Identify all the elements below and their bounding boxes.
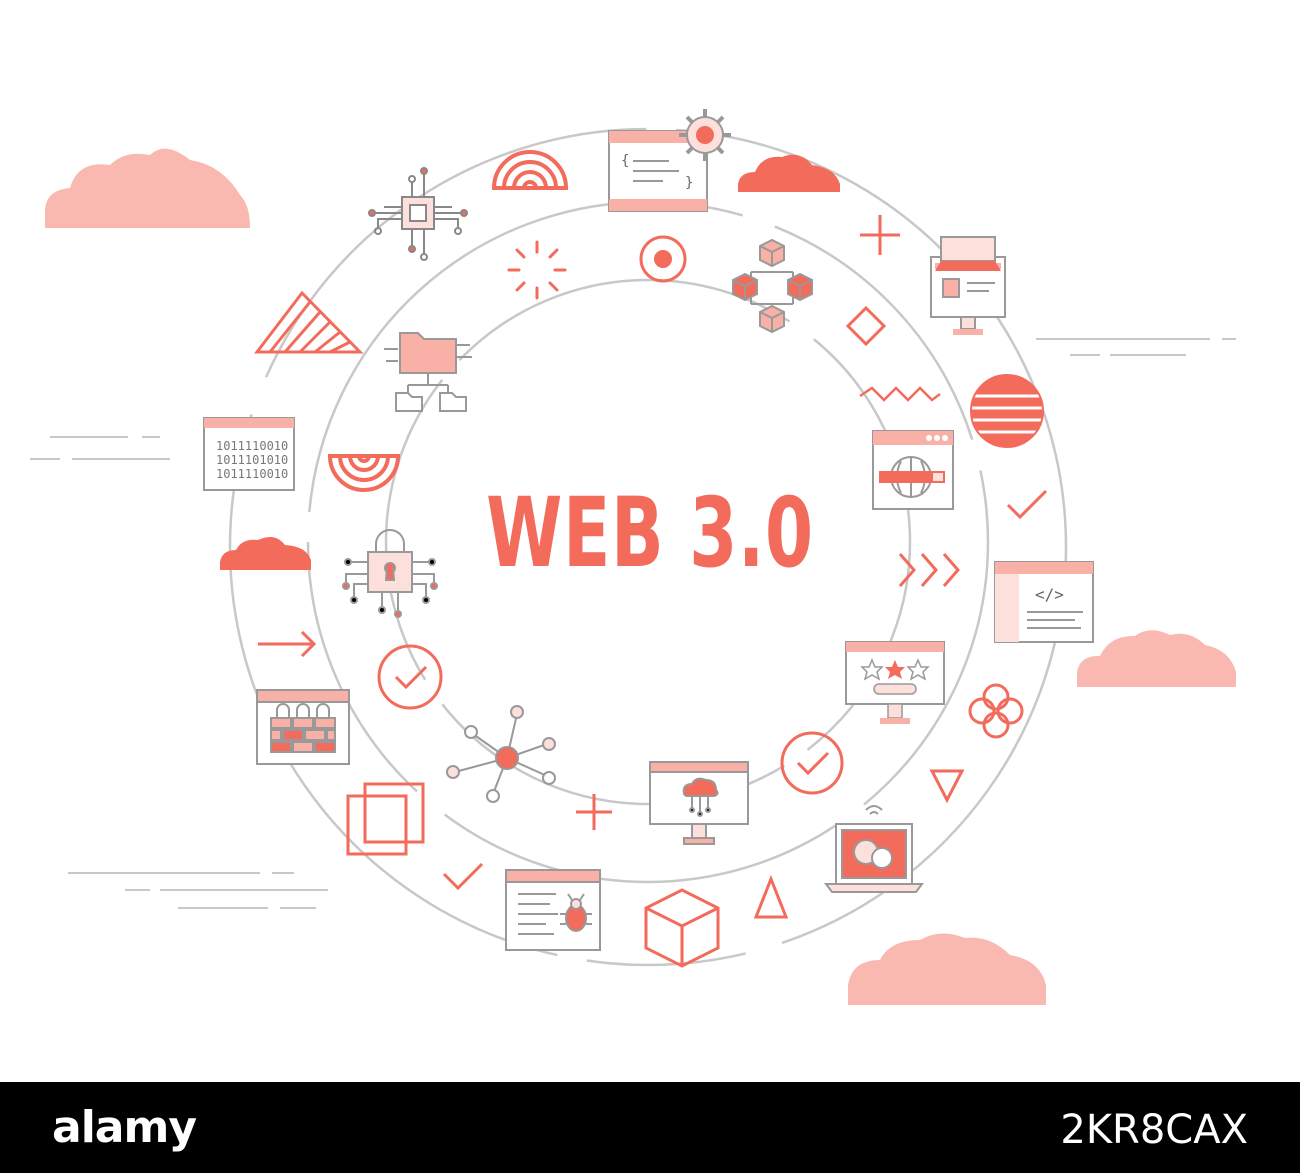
blockchain-cubes-icon xyxy=(732,238,813,334)
diamond-icon xyxy=(845,305,887,347)
online-shop-icon xyxy=(930,236,1006,335)
cloud-icon xyxy=(848,933,1046,1005)
cloud-icon xyxy=(738,154,840,192)
illustration: { } xyxy=(30,109,1236,1005)
binary-line: 1011110010 xyxy=(216,467,288,481)
network-nodes-icon xyxy=(446,705,556,803)
sparkle-icon xyxy=(507,240,567,300)
code-tag: </> xyxy=(1035,585,1064,604)
striped-circle-icon xyxy=(970,374,1044,448)
code-brace-open: { xyxy=(621,153,629,169)
web-browser-globe-icon xyxy=(872,430,954,510)
check-circle-icon xyxy=(377,644,443,710)
check-circle-icon xyxy=(780,731,844,795)
target-icon xyxy=(639,235,687,283)
zigzag-icon xyxy=(859,386,941,402)
gear-icon xyxy=(679,109,731,161)
laptop-chat-icon xyxy=(824,805,924,893)
bug-window-icon xyxy=(505,869,601,951)
plus-icon xyxy=(576,794,612,830)
cloud-monitor-icon xyxy=(649,761,749,845)
chip-circuit-icon xyxy=(368,167,468,261)
code-settings-window-icon: { } xyxy=(608,109,731,212)
folder-network-icon xyxy=(384,332,472,412)
illustration-canvas: { } xyxy=(30,109,1236,1005)
flower-shape-icon xyxy=(968,683,1024,739)
checkmark-icon xyxy=(442,862,484,891)
footer-bar: alamy 2KR8CAX xyxy=(0,1082,1300,1173)
brand-logo: alamy xyxy=(52,1102,197,1153)
inner-ring xyxy=(384,278,912,806)
overlapping-squares-icon xyxy=(346,782,425,856)
cube-icon xyxy=(644,888,720,968)
arrow-right-icon xyxy=(258,630,317,658)
checkmark-icon xyxy=(1006,489,1048,520)
binary-window-icon: 1011110010 1011101010 1011110010 xyxy=(203,417,295,491)
code-brace-close: } xyxy=(685,175,693,191)
rating-monitor-icon xyxy=(845,641,945,724)
cloud-icon xyxy=(220,536,311,570)
image-id: 2KR8CAX xyxy=(1060,1107,1248,1153)
code-window-icon: </> xyxy=(994,561,1094,643)
striped-triangle-icon xyxy=(253,290,364,354)
triangle-up-icon xyxy=(753,874,789,919)
cloud-icon xyxy=(1077,630,1236,687)
chevrons-right-icon xyxy=(898,553,960,587)
decor-lines xyxy=(30,338,1236,909)
half-rainbow-icon xyxy=(328,454,400,492)
triangle-down-icon xyxy=(929,769,965,804)
cloud-icon xyxy=(45,148,250,228)
binary-line: 1011101010 xyxy=(216,453,288,467)
outer-ring xyxy=(228,127,1068,967)
cyber-lock-icon xyxy=(342,529,438,618)
firewall-window-icon xyxy=(256,689,350,765)
binary-line: 1011110010 xyxy=(216,439,288,453)
page-title: WEB 3.0 xyxy=(486,477,814,589)
rainbow-icon xyxy=(492,150,568,190)
plus-icon xyxy=(860,215,900,255)
